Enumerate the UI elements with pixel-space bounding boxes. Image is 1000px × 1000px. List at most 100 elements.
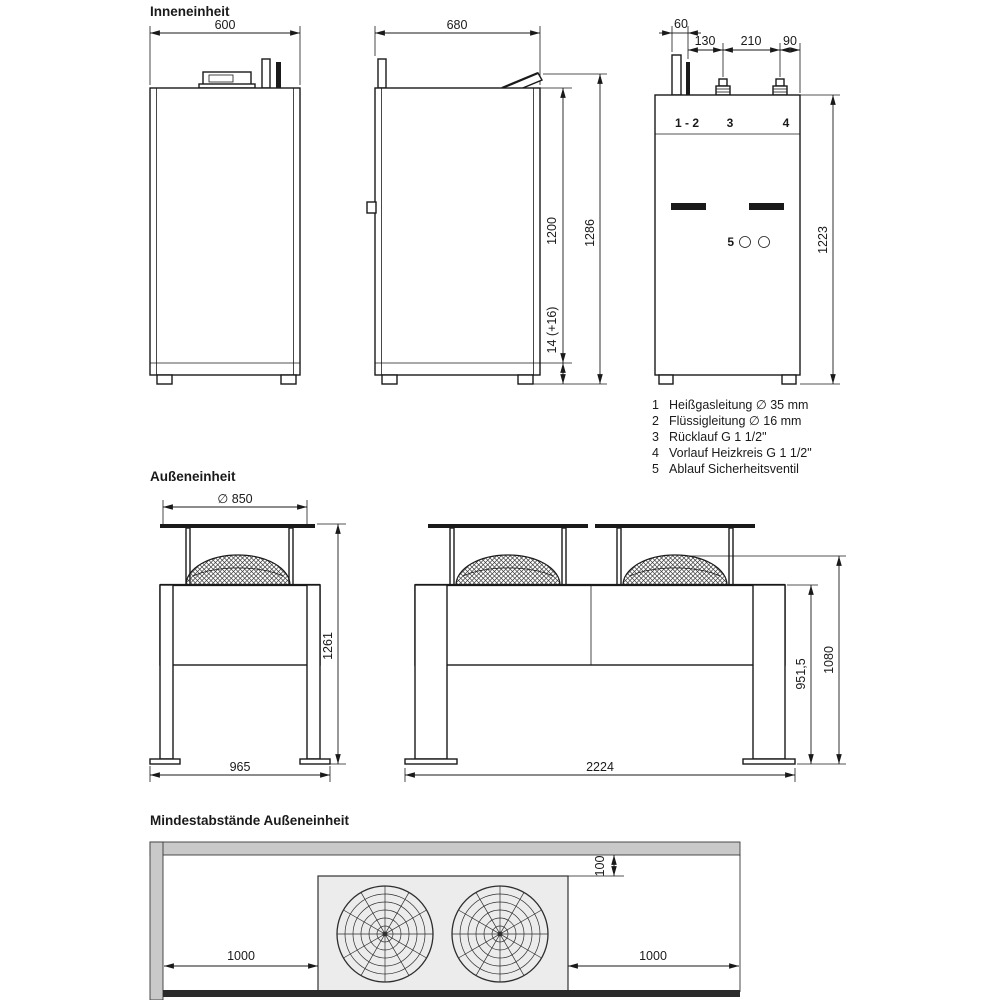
- legend-5-text: Ablauf Sicherheitsventil: [669, 462, 799, 476]
- front-top-plate-2: [595, 524, 755, 528]
- front-leg-right: [752, 584, 786, 760]
- back-foot-right: [781, 374, 797, 385]
- wall-top: [149, 841, 741, 856]
- control-panel: [202, 71, 252, 86]
- dim-130-210-90: 130 210 90: [688, 34, 801, 93]
- dim-1223-label: 1223: [816, 226, 830, 254]
- legend-5-num: 5: [652, 462, 659, 476]
- dim-1000-right: 1000: [568, 949, 739, 969]
- dim-60: 60: [659, 17, 701, 59]
- dim-2224-label: 2224: [586, 760, 614, 774]
- connector-label-4: 4: [783, 116, 790, 130]
- hot-gas-pipe: [671, 54, 682, 96]
- dim-1261: 1261: [317, 523, 346, 765]
- side-pipe: [377, 58, 387, 89]
- dim-foot-label: 14 (+16): [545, 307, 559, 354]
- fan-top-view-2: [451, 885, 549, 983]
- front-foot-left: [156, 374, 173, 385]
- dim-1000-left-label: 1000: [227, 949, 255, 963]
- back-foot-left: [658, 374, 674, 385]
- legend-1-text: Heißgasleitung ∅ 35 mm: [669, 398, 808, 412]
- side-bracket: [366, 201, 377, 214]
- indoor-front-body: [149, 87, 301, 376]
- dim-1080: 1080: [686, 555, 846, 764]
- dim-1223: 1223: [800, 94, 840, 385]
- dim-60-label: 60: [674, 17, 688, 31]
- side-foot-left: [381, 374, 398, 385]
- dim-100-label: 100: [593, 856, 607, 877]
- front-pipe-1: [261, 58, 271, 89]
- front-fan-guard-2: [622, 554, 728, 586]
- dim-foot-14: 14 (+16): [545, 307, 566, 384]
- legend-2-num: 2: [652, 414, 659, 428]
- dim-100: 100: [568, 855, 624, 876]
- side-base-right: [299, 758, 331, 765]
- vent-slot-right: [749, 203, 784, 210]
- front-base-left: [404, 758, 458, 765]
- side-base-left: [149, 758, 181, 765]
- dim-1000-left: 1000: [164, 949, 318, 969]
- clearance-section-title: Mindestabstände Außeneinheit: [150, 813, 350, 828]
- legend-3-text: Rücklauf G 1 1/2": [669, 430, 767, 444]
- side-leg-right: [306, 584, 321, 760]
- dim-850-label: ∅ 850: [217, 492, 252, 506]
- indoor-front-view: 600: [149, 18, 301, 385]
- dim-1080-label: 1080: [822, 646, 836, 674]
- legend-3-num: 3: [652, 430, 659, 444]
- legend-4-num: 4: [652, 446, 659, 460]
- side-leg-left: [159, 584, 174, 760]
- liquid-pipe: [686, 62, 690, 95]
- wall-left: [149, 841, 164, 1000]
- indoor-side-view: 680 1200 14 (+16) 1286: [366, 18, 607, 385]
- fan-top-view-1: [336, 885, 434, 983]
- indoor-back-body: [654, 94, 801, 376]
- dim-210-label: 210: [741, 34, 762, 48]
- dim-90-label: 90: [783, 34, 797, 48]
- front-pipe-2: [276, 62, 281, 88]
- side-post-right: [288, 527, 294, 586]
- legend-2-text: Flüssigleitung ∅ 16 mm: [669, 414, 801, 428]
- dim-2224: 2224: [404, 760, 796, 782]
- outdoor-side-body: [159, 584, 321, 666]
- outdoor-unit-top-view: [317, 875, 569, 994]
- outdoor-front-body: [414, 584, 786, 666]
- front-fan-guard-1: [455, 554, 561, 586]
- legend-1-num: 1: [652, 398, 659, 412]
- dim-965-label: 965: [230, 760, 251, 774]
- dim-850: ∅ 850: [162, 492, 308, 524]
- front-leg-left: [414, 584, 448, 760]
- connection-legend: 1 Heißgasleitung ∅ 35 mm 2 Flüssigleitun…: [652, 398, 812, 476]
- dim-1200: 1200: [540, 87, 572, 364]
- drain-opening-2: [758, 236, 770, 248]
- dim-1200-label: 1200: [545, 217, 559, 245]
- return-connector: [715, 78, 731, 96]
- connector-label-3: 3: [727, 116, 734, 130]
- front-base-right: [742, 758, 796, 765]
- dim-600-label: 600: [215, 18, 236, 32]
- dim-680-label: 680: [447, 18, 468, 32]
- drain-label-5: 5: [727, 235, 734, 249]
- dim-1261-label: 1261: [321, 632, 335, 660]
- flow-connector: [772, 78, 788, 96]
- drain-opening-1: [739, 236, 751, 248]
- indoor-section-title: Inneneinheit: [150, 4, 230, 19]
- dim-965: 965: [149, 760, 331, 782]
- front-foot-right: [280, 374, 297, 385]
- dim-951-label: 951,5: [794, 658, 808, 689]
- dim-951-5: 951,5: [787, 584, 846, 765]
- vent-slot-left: [671, 203, 706, 210]
- dim-600: 600: [149, 18, 301, 85]
- legend-4-text: Vorlauf Heizkreis G 1 1/2": [669, 446, 812, 460]
- wall-bottom-edge: [163, 990, 740, 997]
- indoor-back-view: 60 130 210 90 1 - 2: [654, 17, 840, 385]
- outdoor-front-view: 951,5 1080 2224: [404, 524, 846, 782]
- front-top-plate-1: [428, 524, 588, 528]
- connector-label-1-2: 1 - 2: [675, 116, 699, 130]
- indoor-side-body: [374, 87, 541, 376]
- clearance-plan-view: 100 1000 1000: [149, 841, 741, 1000]
- dim-130-label: 130: [695, 34, 716, 48]
- dim-1000-right-label: 1000: [639, 949, 667, 963]
- dim-1286: 1286: [533, 73, 607, 385]
